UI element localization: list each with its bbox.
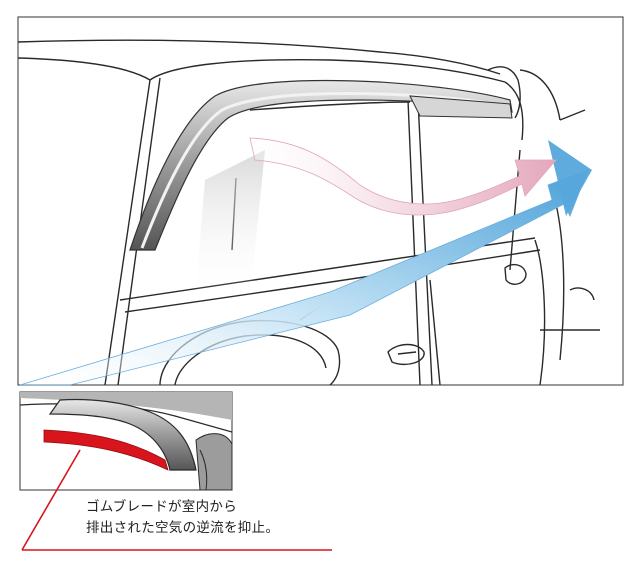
caption: ゴムブレードが室内から 排出された空気の逆流を抑止。: [86, 497, 386, 539]
main-panel-frame: [18, 17, 623, 385]
caption-line-1: ゴムブレードが室内から: [86, 497, 386, 518]
caption-line-2: 排出された空気の逆流を抑止。: [86, 518, 386, 539]
